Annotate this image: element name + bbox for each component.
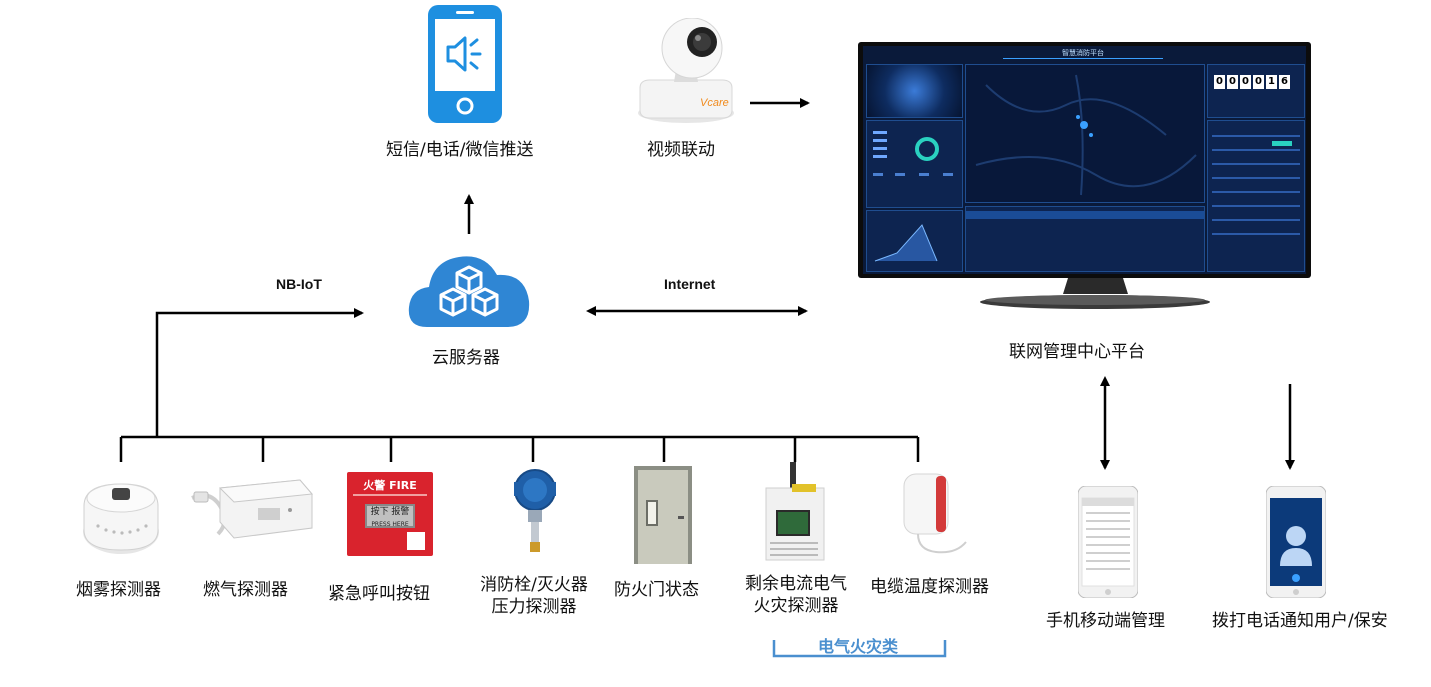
platform-screen: 智慧消防平台 0 0 — [863, 46, 1306, 274]
residual-current-label: 剩余电流电气火灾探测器 — [745, 574, 847, 616]
screen-map-panel — [965, 64, 1205, 203]
smoke-detector-label: 烟雾探测器 — [76, 580, 161, 600]
cloud-server-icon — [408, 256, 530, 327]
platform-label: 联网管理中心平台 — [1009, 342, 1145, 362]
camera-icon: Vcare — [638, 18, 734, 123]
screen-device-stats-panel — [866, 120, 963, 208]
cable-temperature-detector-icon — [903, 473, 967, 554]
internet-label: Internet — [664, 276, 716, 292]
call-notify-label: 拨打电话通知用户/保安 — [1212, 611, 1388, 631]
monitor-bezel: 智慧消防平台 0 0 — [858, 42, 1311, 278]
mobile-management-phone-icon — [1078, 486, 1138, 598]
nbiot-label: NB-IoT — [276, 276, 322, 292]
screen-counter-panel: 0 0 0 0 1 6 — [1207, 64, 1305, 118]
gas-detector-label: 燃气探测器 — [203, 580, 288, 600]
nbiot-uplink-arrow — [155, 308, 364, 437]
phone-call-icon — [1266, 486, 1326, 598]
screen-trend-panel — [866, 210, 963, 272]
pressure-sensor-icon — [514, 469, 556, 552]
fire-alarm-top-text: 火警 FIRE — [353, 478, 427, 496]
screen-table-panel — [965, 206, 1205, 272]
video-link-label: 视频联动 — [647, 140, 715, 160]
qr-code-icon — [407, 532, 425, 550]
screen-radar-panel — [866, 64, 963, 118]
monitor-stand — [980, 278, 1210, 309]
residual-current-detector-icon — [765, 462, 825, 561]
cloud-server-label: 云服务器 — [432, 348, 500, 368]
cable-temp-label: 电缆温度探测器 — [870, 577, 989, 597]
camera-brand: Vcare — [700, 97, 729, 109]
electrical-group-bracket — [772, 640, 947, 658]
screen-title: 智慧消防平台 — [1003, 48, 1163, 59]
fire-door-icon — [634, 466, 692, 564]
emergency-button-label: 紧急呼叫按钮 — [328, 584, 430, 604]
smartphone-push-icon — [428, 5, 502, 123]
electrical-group-label: 电气火灾类 — [818, 637, 899, 656]
fire-door-label: 防火门状态 — [614, 580, 699, 600]
mobile-management-label: 手机移动端管理 — [1046, 611, 1165, 631]
pressure-sensor-label: 消防栓/灭火器压力探测器 — [480, 575, 588, 617]
smoke-detector-icon — [83, 483, 159, 554]
sms-push-label: 短信/电话/微信推送 — [386, 140, 534, 160]
gas-detector-icon — [191, 479, 314, 539]
screen-counter: 0 0 0 0 1 6 — [1214, 75, 1290, 89]
screen-alarm-list-panel — [1207, 120, 1305, 272]
